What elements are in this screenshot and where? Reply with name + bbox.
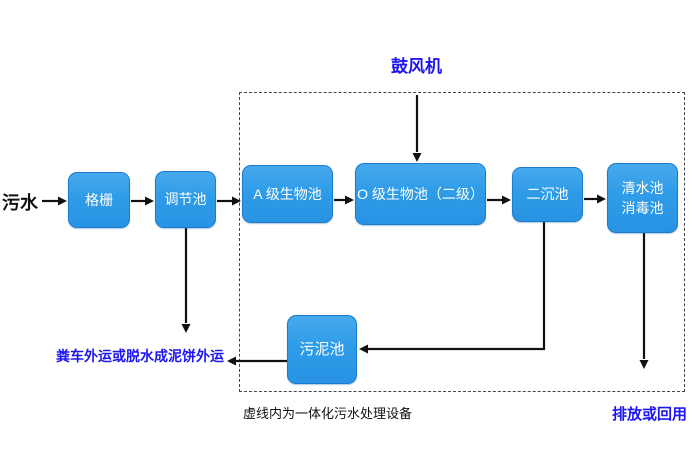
box-sludge-tank: 污泥池 xyxy=(287,315,357,384)
arrow-clearwater-down xyxy=(639,233,649,369)
box-regulating-tank: 调节池 xyxy=(155,171,216,228)
box-sludge-tank-label: 污泥池 xyxy=(299,340,345,358)
box-grate-label: 格栅 xyxy=(85,191,113,208)
box-secondary-sedimentation-label: 二沉池 xyxy=(526,186,569,203)
arrow-sed-to-sludge-elbow xyxy=(359,222,546,354)
dashed-boundary-caption: 虚线内为一体化污水处理设备 xyxy=(243,406,413,421)
arrow-source-to-grate xyxy=(42,196,67,206)
arrow-obio-to-sed xyxy=(487,195,511,205)
sludge-disposal-label: 粪车外运或脱水成泥饼外运 xyxy=(56,348,224,364)
box-clearwater-line2: 消毒池 xyxy=(621,200,664,216)
integrated-equipment-boundary xyxy=(239,92,685,392)
arrow-sludge-out-left xyxy=(227,356,287,366)
box-o-bio-tank: O 级生物池（二级） xyxy=(355,163,486,225)
box-a-bio-tank: A 级生物池 xyxy=(242,165,333,223)
box-o-bio-tank-label: O 级生物池（二级） xyxy=(357,185,484,202)
arrow-regulating-down xyxy=(181,228,191,333)
arrow-blower-down xyxy=(412,95,422,162)
box-a-bio-tank-label: A 级生物池 xyxy=(253,185,322,202)
source-label: 污水 xyxy=(2,193,38,213)
box-secondary-sedimentation: 二沉池 xyxy=(512,167,583,222)
arrow-grate-to-regulating xyxy=(131,196,154,206)
arrow-regulating-to-abio xyxy=(217,196,241,206)
arrow-abio-to-obio xyxy=(334,195,354,205)
discharge-label: 排放或回用 xyxy=(612,406,688,423)
box-grate: 格栅 xyxy=(68,172,130,228)
box-regulating-tank-label: 调节池 xyxy=(164,191,207,208)
box-clearwater-line1: 清水池 xyxy=(621,179,664,196)
arrow-sed-to-clearwater xyxy=(584,194,606,204)
blower-label: 鼓风机 xyxy=(391,57,442,76)
box-clearwater-disinfection: 清水池 消毒池 xyxy=(607,163,678,233)
